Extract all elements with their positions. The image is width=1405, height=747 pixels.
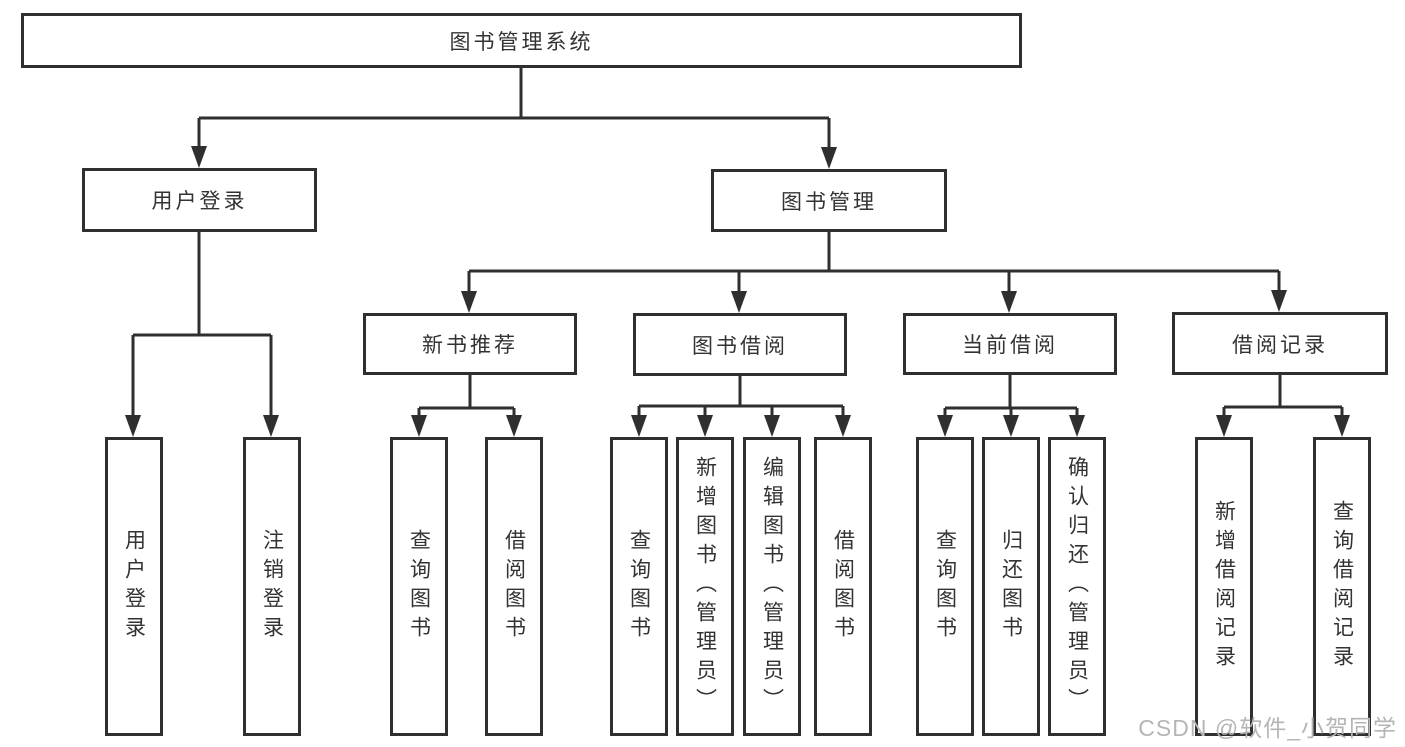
- csdn-watermark: CSDN @软件_小贺同学: [1138, 715, 1397, 741]
- leaf-query-books-current: 查询图书: [916, 437, 974, 736]
- leaf-edit-books-admin: 编辑图书（管理员）: [743, 437, 801, 736]
- leaf-label: 确认归还（管理员）: [1065, 456, 1089, 717]
- leaf-label: 新增借阅记录: [1212, 499, 1236, 674]
- connector-book-management-branch: [461, 232, 1287, 313]
- node-label: 图书借阅: [692, 334, 788, 358]
- leaf-logout: 注销登录: [243, 437, 301, 736]
- node-borrowing-records: 借阅记录: [1172, 312, 1388, 375]
- leaf-query-books-borrowing: 查询图书: [610, 437, 668, 736]
- leaf-query-borrow-record: 查询借阅记录: [1313, 437, 1371, 736]
- leaf-label: 借阅图书: [502, 528, 526, 645]
- leaf-query-books-recommend: 查询图书: [390, 437, 448, 736]
- node-label: 图书管理系统: [449, 30, 594, 54]
- node-book-management: 图书管理: [711, 169, 947, 232]
- leaf-return-books: 归还图书: [982, 437, 1040, 736]
- leaf-add-borrow-record: 新增借阅记录: [1195, 437, 1253, 736]
- node-current-borrowing: 当前借阅: [903, 313, 1117, 375]
- leaf-label: 查询借阅记录: [1330, 499, 1354, 674]
- connector-user-login-branch: [125, 232, 279, 437]
- node-label: 新书推荐: [422, 334, 518, 357]
- leaf-add-books-admin: 新增图书（管理员）: [676, 437, 734, 736]
- leaf-label: 查询图书: [407, 528, 431, 645]
- leaf-borrow-books-recommend: 借阅图书: [485, 437, 543, 736]
- leaf-label: 注销登录: [260, 528, 284, 645]
- leaf-label: 查询图书: [933, 528, 957, 645]
- connector-root-to-level2: [191, 68, 837, 169]
- node-user-login-group: 用户登录: [82, 168, 317, 232]
- connector-new-book-branch: [411, 375, 522, 437]
- connector-current-borrow-branch: [937, 375, 1085, 437]
- connector-borrow-record-branch: [1216, 375, 1350, 437]
- node-label: 借阅记录: [1232, 333, 1328, 357]
- leaf-borrow-books: 借阅图书: [814, 437, 872, 736]
- node-label: 图书管理: [781, 190, 877, 214]
- connector-book-borrow-branch: [631, 376, 851, 437]
- leaf-user-login: 用户登录: [105, 437, 163, 736]
- node-new-book-recommend: 新书推荐: [363, 313, 577, 375]
- node-label: 当前借阅: [962, 334, 1058, 357]
- leaf-label: 编辑图书（管理员）: [760, 456, 784, 717]
- leaf-label: 归还图书: [999, 528, 1023, 645]
- leaf-label: 查询图书: [627, 528, 651, 645]
- leaf-label: 新增图书（管理员）: [693, 456, 717, 717]
- node-label: 用户登录: [151, 190, 248, 213]
- leaf-label: 用户登录: [122, 528, 146, 645]
- node-library-management-system: 图书管理系统: [21, 13, 1022, 68]
- node-book-borrowing: 图书借阅: [633, 313, 847, 376]
- leaf-label: 借阅图书: [831, 528, 855, 645]
- leaf-confirm-return-admin: 确认归还（管理员）: [1048, 437, 1106, 736]
